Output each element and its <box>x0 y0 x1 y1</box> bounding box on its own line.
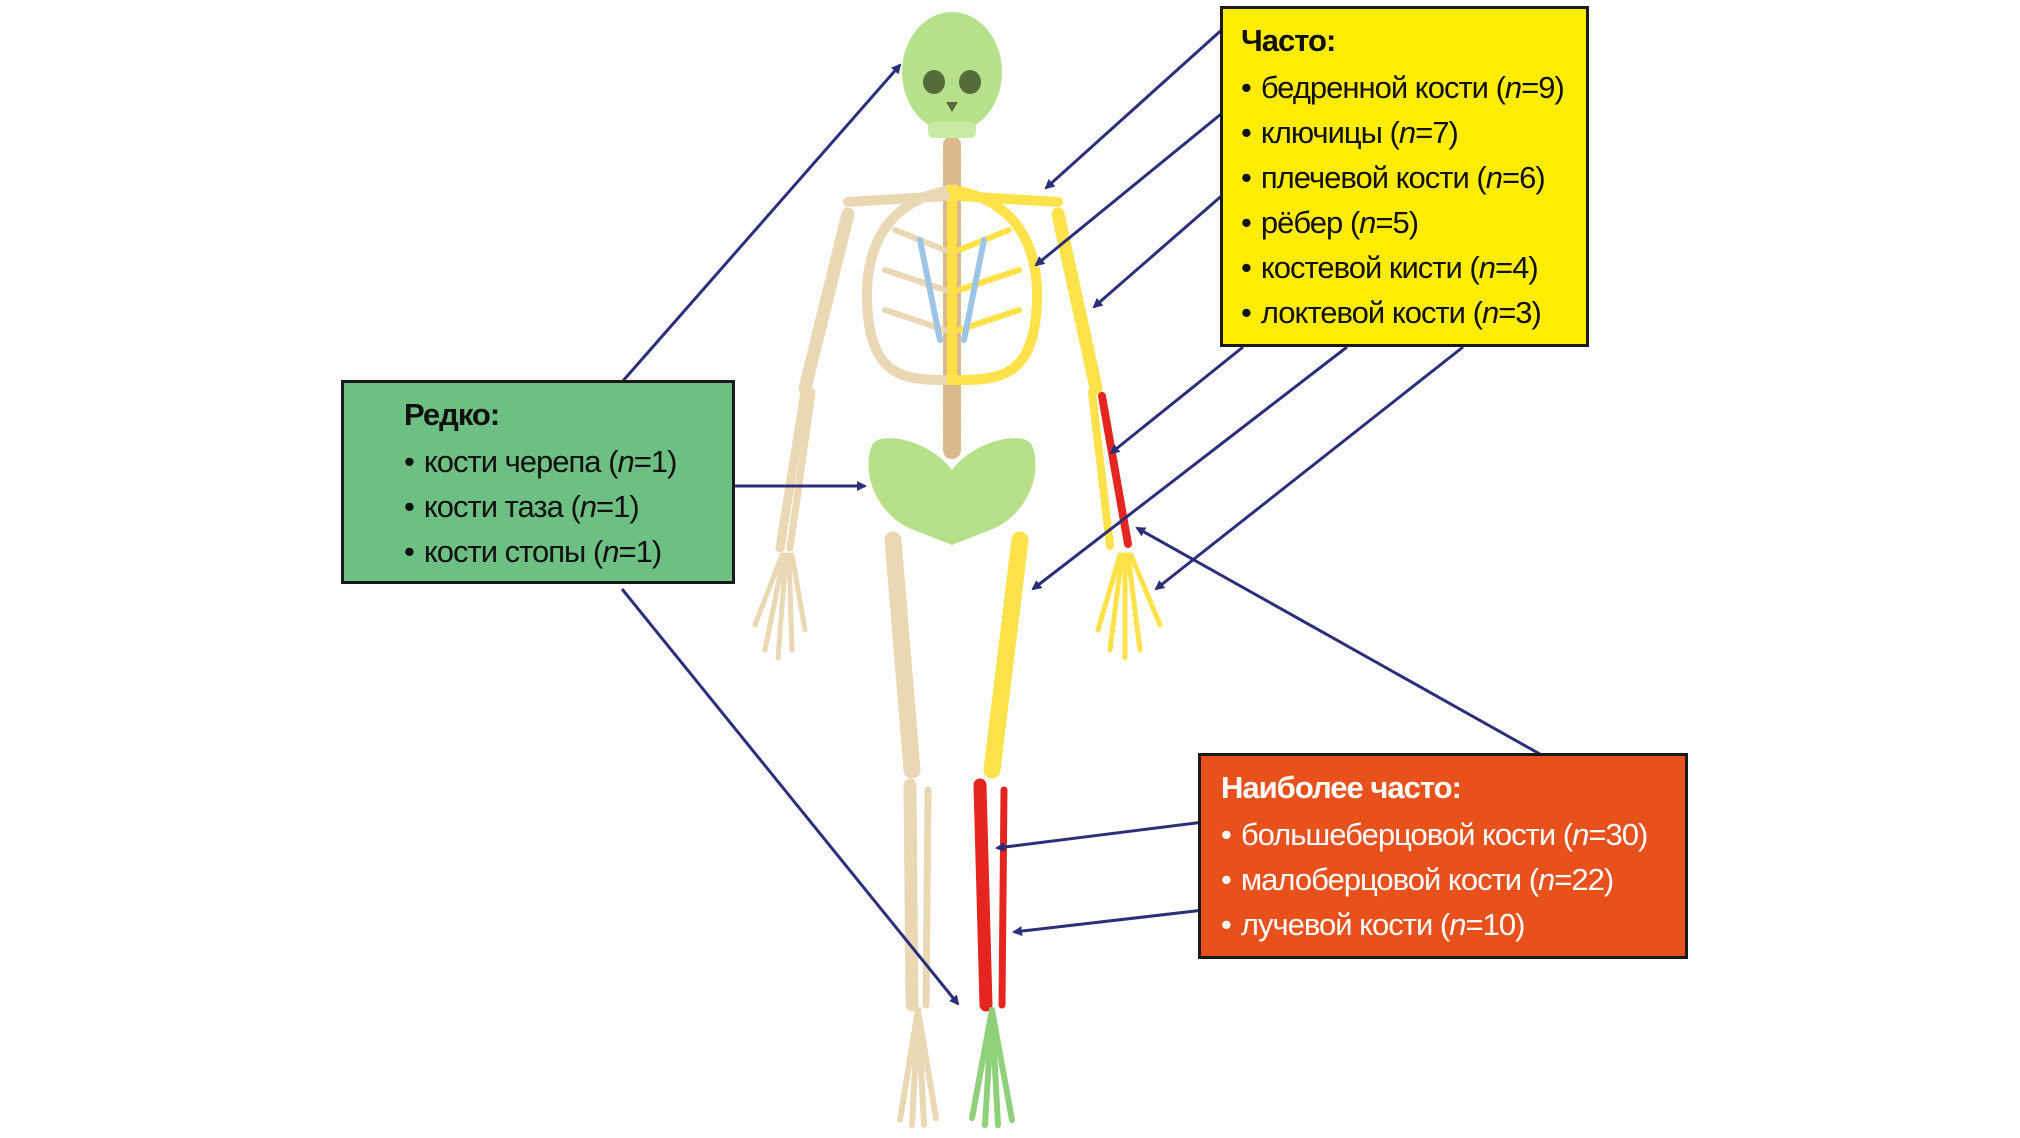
arrow-humerus <box>1092 190 1227 309</box>
item-label: бедренной кости <box>1260 70 1489 105</box>
item-label: ключицы <box>1260 115 1383 150</box>
item-count: 1 <box>650 444 668 479</box>
often-item: костевой кисти (n=4) <box>1241 245 1586 290</box>
n-symbol: n <box>1398 115 1416 150</box>
arrow-fibula <box>1012 908 1205 937</box>
tibia-right <box>973 778 993 1012</box>
item-count: 22 <box>1571 862 1604 897</box>
rare-box: Редко: кости черепа (n=1) кости таза (n=… <box>341 380 735 584</box>
hand-right <box>1095 552 1163 661</box>
skull <box>902 12 1002 138</box>
item-label: кости стопы <box>423 534 586 569</box>
arrow-hand <box>1154 345 1464 591</box>
foot-left <box>897 1007 939 1128</box>
arrow-skull <box>620 63 902 383</box>
n-symbol: n <box>1478 250 1496 285</box>
n-symbol: n <box>617 444 634 479</box>
item-count: 7 <box>1432 115 1449 150</box>
often-item: бедренной кости (n=9) <box>1241 65 1586 110</box>
item-label: большеберцовой кости <box>1240 817 1556 852</box>
rare-item: кости стопы (n=1) <box>404 529 732 574</box>
clavicle-right <box>954 191 1063 207</box>
femur-right <box>983 531 1029 779</box>
arrow-tibia <box>995 820 1205 852</box>
arrow-radius <box>1135 526 1548 760</box>
often-title: Часто: <box>1241 23 1336 58</box>
n-symbol: n <box>1538 862 1555 897</box>
n-symbol: n <box>1481 295 1499 330</box>
n-symbol: n <box>579 489 597 524</box>
item-label: локтевой кости <box>1260 295 1466 330</box>
most-often-item: лучевой кости (n=10) <box>1221 902 1685 947</box>
ribcage-left <box>862 184 957 385</box>
rare-item: кости черепа (n=1) <box>404 439 732 484</box>
ulna-right <box>1088 388 1114 550</box>
often-box: Часто: бедренной кости (n=9) ключицы (n=… <box>1220 6 1589 347</box>
humerus-right <box>1051 207 1103 395</box>
item-label: плечевой кости <box>1260 160 1470 195</box>
item-count: 1 <box>613 489 630 524</box>
most-often-item: большеберцовой кости (n=30) <box>1221 812 1685 857</box>
often-item: рёбер (n=5) <box>1241 200 1586 245</box>
humerus-left <box>798 207 855 395</box>
item-label: кости таза <box>423 489 564 524</box>
item-label: костевой кисти <box>1260 250 1463 285</box>
item-count: 30 <box>1605 817 1638 852</box>
femur-left <box>884 531 921 779</box>
fibula-right <box>998 786 1008 1009</box>
item-label: малоберцовой кости <box>1240 862 1522 897</box>
item-count: 9 <box>1538 70 1555 105</box>
item-label: кости черепа <box>423 444 602 479</box>
often-item: ключицы (n=7) <box>1241 110 1586 155</box>
n-symbol: n <box>1485 160 1503 195</box>
rare-item: кости таза (n=1) <box>404 484 732 529</box>
ribcage-right <box>947 184 1042 385</box>
arrow-ulna <box>1109 345 1244 455</box>
item-count: 10 <box>1482 907 1516 942</box>
most-often-item: малоберцовой кости (n=22) <box>1221 857 1685 902</box>
item-label: рёбер <box>1260 205 1343 240</box>
n-symbol: n <box>602 534 619 569</box>
n-symbol: n <box>1449 907 1466 942</box>
often-item: локтевой кости (n=3) <box>1241 290 1586 335</box>
most-often-title: Наиболее часто: <box>1221 770 1462 805</box>
item-count: 5 <box>1392 205 1410 240</box>
item-count: 4 <box>1512 250 1529 285</box>
pointer-arrows <box>620 24 1548 1006</box>
item-count: 6 <box>1519 160 1536 195</box>
clavicle-left <box>843 191 950 207</box>
often-item: плечевой кости (n=6) <box>1241 155 1586 200</box>
rare-title: Редко: <box>404 397 500 432</box>
n-symbol: n <box>1572 817 1589 852</box>
pelvis <box>868 438 1036 545</box>
item-label: лучевой кости <box>1240 907 1433 942</box>
arrow-ribs <box>1034 108 1227 267</box>
forearm-left <box>775 387 810 553</box>
most-often-box: Наиболее часто: большеберцовой кости (n=… <box>1198 753 1688 959</box>
item-count: 3 <box>1515 295 1532 330</box>
arrow-femur <box>1031 345 1348 591</box>
item-count: 1 <box>635 534 653 569</box>
foot-right <box>969 1007 1015 1128</box>
hand-left <box>752 552 808 661</box>
n-symbol: n <box>1359 205 1376 240</box>
skeleton <box>752 12 1163 1128</box>
arrow-clavicle <box>1044 24 1228 190</box>
tibia-left <box>903 778 919 1012</box>
n-symbol: n <box>1504 70 1522 105</box>
arrow-foot <box>620 588 960 1006</box>
